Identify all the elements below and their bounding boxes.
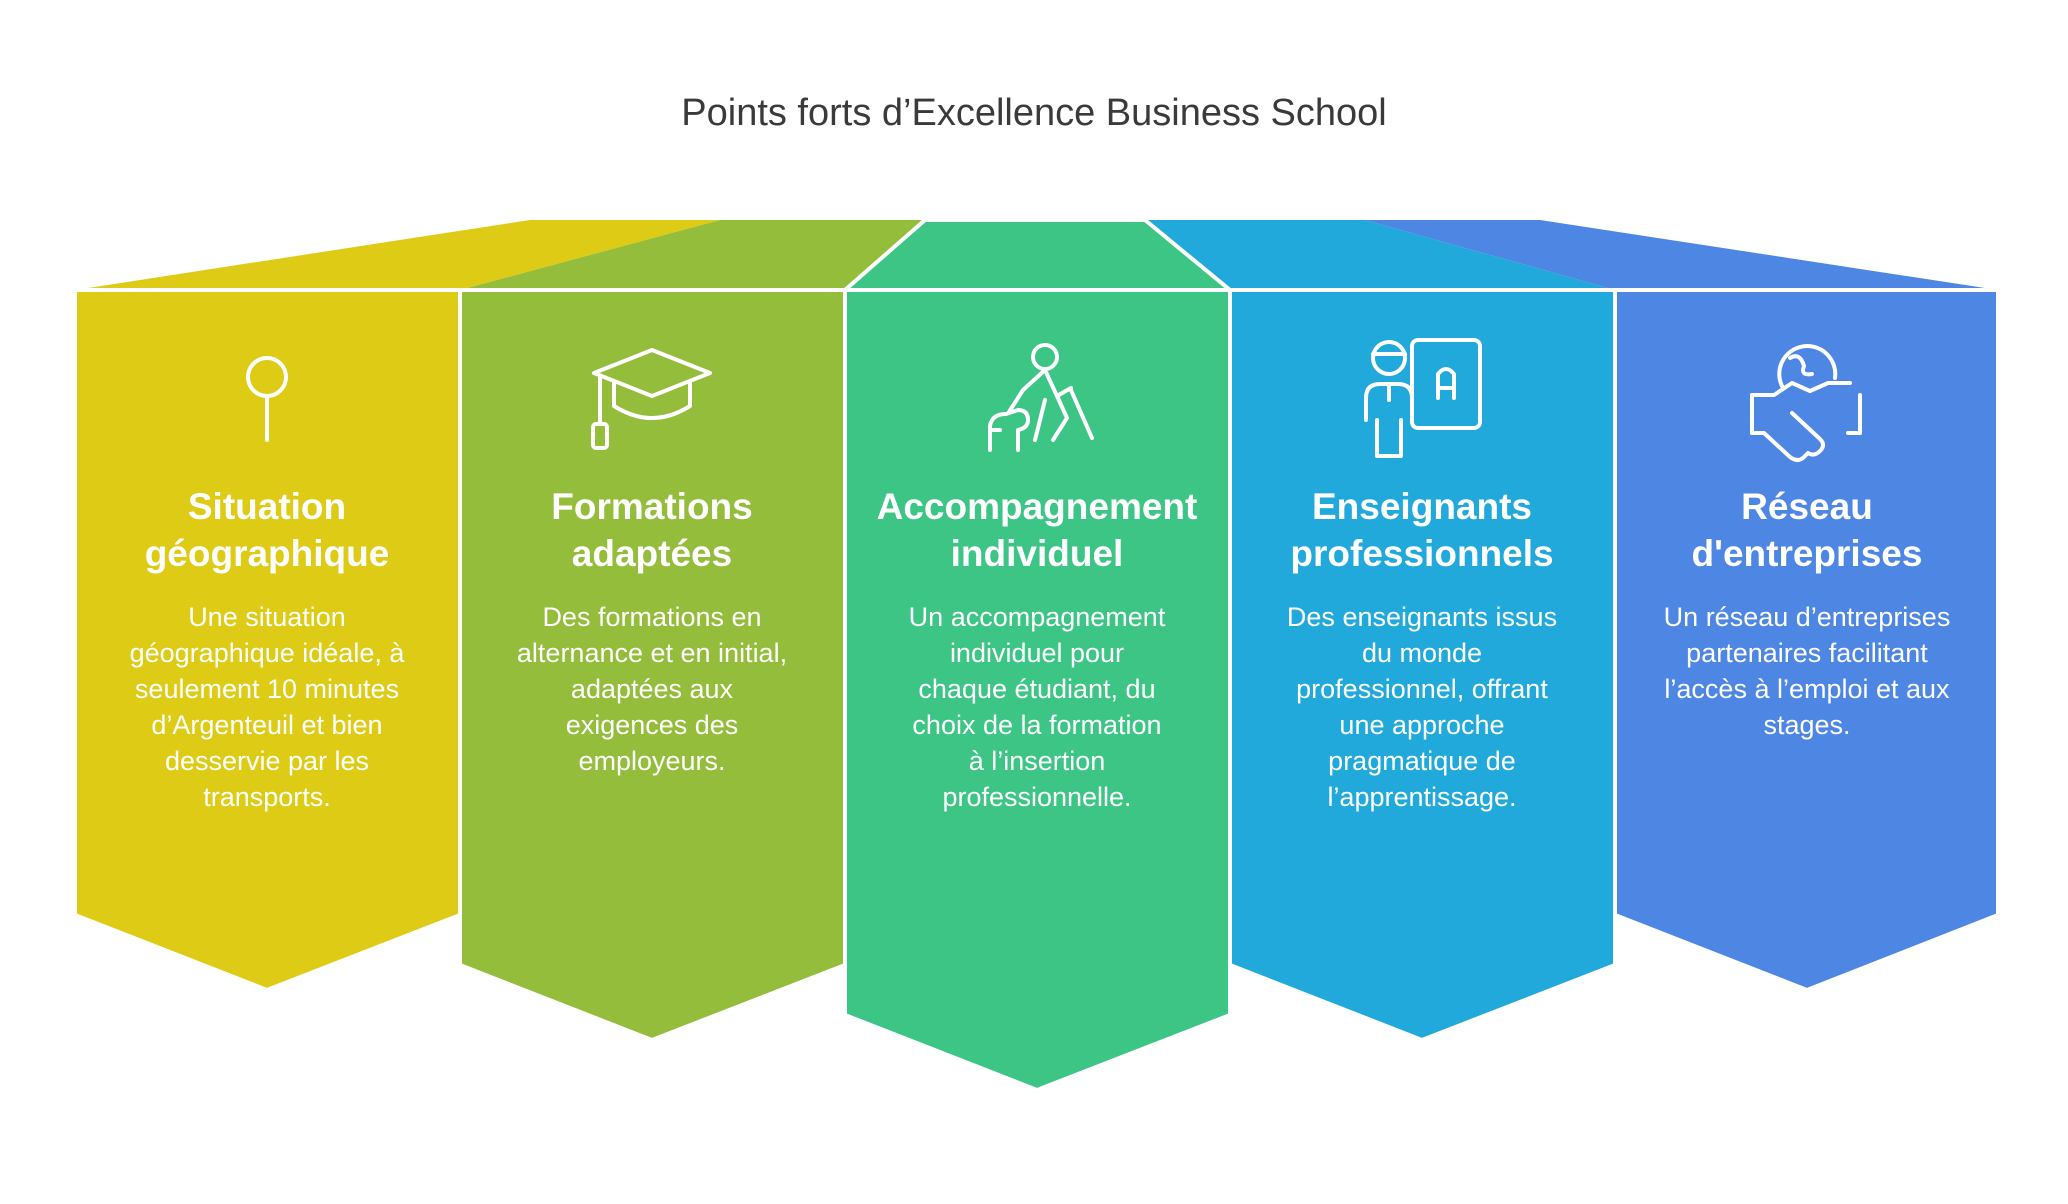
column-5-text: Réseau d'entreprises Un réseau d’entrepr… bbox=[1662, 483, 1952, 743]
column-4-heading: Enseignants professionnels bbox=[1290, 486, 1554, 574]
column-3-description: Un accompagnement individuel pour chaque… bbox=[908, 602, 1166, 812]
teacher-board-icon bbox=[1364, 338, 1482, 458]
page-title: Points forts d’Excellence Business Schoo… bbox=[681, 92, 1387, 134]
globe-handshake-icon bbox=[1750, 344, 1862, 462]
column-3-text: Accompagnement individuel Un accompagnem… bbox=[862, 483, 1212, 815]
column-3-heading: Accompagnement individuel bbox=[876, 486, 1198, 574]
roof-panel-5 bbox=[1365, 220, 1998, 290]
column-4-description: Des enseignants issus du monde professio… bbox=[1286, 602, 1558, 812]
column-1-shape bbox=[73, 288, 462, 993]
column-3-top-chevron bbox=[839, 218, 1236, 292]
column-4-shape bbox=[1228, 288, 1617, 1043]
column-1-heading: Situation géographique bbox=[144, 486, 390, 574]
map-pin-icon bbox=[246, 356, 288, 442]
guide-dog-person-icon bbox=[988, 343, 1094, 452]
column-4-text: Enseignants professionnels Des enseignan… bbox=[1277, 483, 1567, 815]
roof-panel-1 bbox=[75, 220, 720, 290]
column-2-text: Formations adaptées Des formations en al… bbox=[507, 483, 797, 779]
column-5-heading: Réseau d'entreprises bbox=[1691, 486, 1923, 574]
roof-panel-2 bbox=[460, 220, 925, 290]
column-2-heading: Formations adaptées bbox=[551, 486, 753, 574]
column-5-description: Un réseau d’entreprises partenaires faci… bbox=[1663, 602, 1951, 740]
column-1-text: Situation géographique Une situation géo… bbox=[122, 483, 412, 815]
column-5-shape bbox=[1613, 288, 2000, 993]
column-2-description: Des formations en alternance et en initi… bbox=[516, 602, 788, 776]
column-1-description: Une situation géographique idéale, à seu… bbox=[129, 602, 405, 812]
column-2-shape bbox=[458, 288, 847, 1043]
roof-panel-4 bbox=[1145, 220, 1615, 290]
graduation-cap-icon bbox=[591, 348, 712, 450]
